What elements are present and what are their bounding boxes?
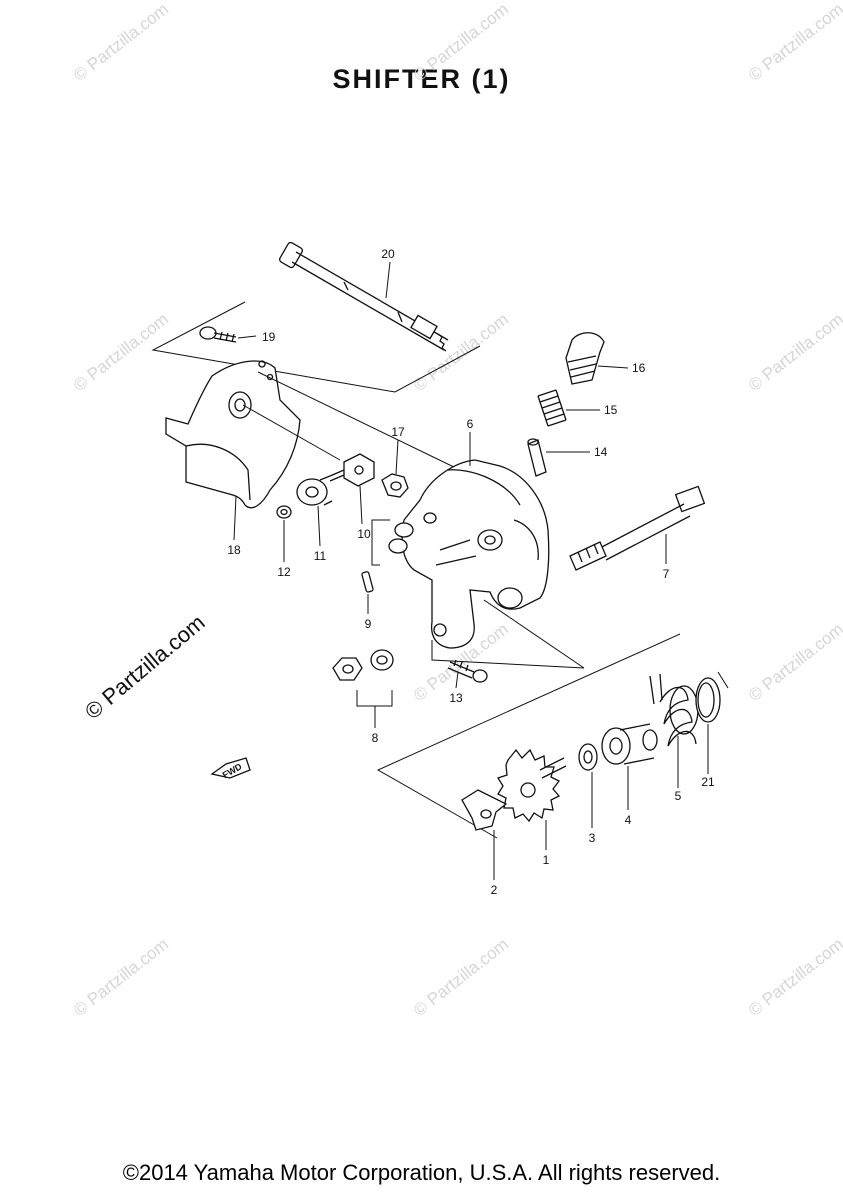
- part-21-ring[interactable]: [695, 677, 721, 723]
- callout-6: 6: [467, 417, 474, 431]
- part-16-plug[interactable]: [565, 332, 605, 385]
- callout-2: 2: [491, 883, 498, 897]
- part-3-washer[interactable]: [578, 743, 598, 771]
- part-10-block[interactable]: [329, 453, 375, 487]
- callout-3: 3: [589, 831, 596, 845]
- callout-11: 11: [314, 549, 327, 563]
- part-14-pin[interactable]: [527, 438, 547, 477]
- part-20-shaft[interactable]: [279, 241, 449, 352]
- callout-19: 19: [262, 330, 276, 344]
- part-13-screw[interactable]: [447, 659, 488, 683]
- callout-9: 9: [365, 617, 372, 631]
- callout-8: 8: [372, 731, 379, 745]
- callout-21: 21: [701, 775, 715, 789]
- part-11-collar[interactable]: [296, 475, 333, 506]
- callout-15: 15: [604, 403, 618, 417]
- part-19-screw[interactable]: [199, 326, 237, 343]
- callout-4: 4: [625, 813, 632, 827]
- fwd-arrow-icon: [210, 757, 251, 779]
- part-2-clip[interactable]: [461, 789, 508, 831]
- part-1-ratchet[interactable]: [497, 748, 567, 823]
- callout-7: 7: [663, 567, 670, 581]
- part-15-spring[interactable]: [537, 389, 567, 427]
- part-12-washer[interactable]: [276, 505, 292, 519]
- part-5-spring[interactable]: [649, 673, 699, 747]
- copyright-notice: ©2014 Yamaha Motor Corporation, U.S.A. A…: [122, 1160, 721, 1185]
- callout-14: 14: [594, 445, 608, 459]
- callout-12: 12: [277, 565, 291, 579]
- part-9-pin[interactable]: [361, 571, 374, 593]
- part-6-shifter-body[interactable]: [388, 459, 550, 649]
- callout-1: 1: [543, 853, 550, 867]
- part-17-nut[interactable]: [381, 473, 409, 498]
- callout-20: 20: [381, 247, 395, 261]
- part-4-bushing[interactable]: [601, 723, 658, 765]
- callout-18: 18: [227, 543, 241, 557]
- part-7-bolt[interactable]: [569, 485, 706, 571]
- part-8-nut-washer[interactable]: [332, 649, 394, 681]
- diagram-title: SHIFTER (1): [332, 64, 511, 94]
- callout-13: 13: [449, 691, 463, 705]
- callout-5: 5: [675, 789, 682, 803]
- callout-10: 10: [357, 527, 371, 541]
- part-18-bracket[interactable]: [165, 360, 301, 509]
- callout-17: 17: [391, 425, 405, 439]
- callout-16: 16: [632, 361, 646, 375]
